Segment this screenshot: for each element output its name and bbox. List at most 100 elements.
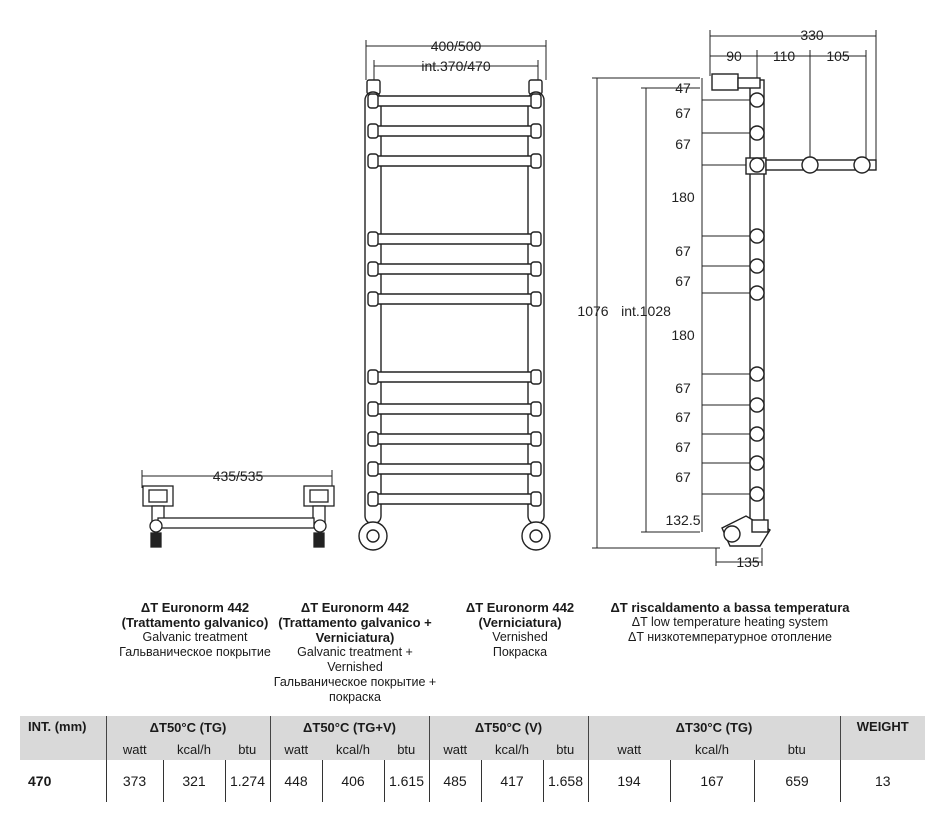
towel-bar bbox=[373, 403, 537, 415]
bar-joint bbox=[367, 369, 379, 385]
finish-header-galvanic-varnished: ΔT Euronorm 442 (Trattamento galvanico +… bbox=[270, 600, 440, 705]
finish-header-low-temp: ΔT riscaldamento a bassa temperatura ΔT … bbox=[600, 600, 860, 645]
side-bars bbox=[749, 92, 765, 502]
dim-bottom: 135 bbox=[736, 554, 760, 570]
unit-watt: watt bbox=[105, 738, 163, 760]
finish-title-1: ΔT riscaldamento a bassa temperatura bbox=[610, 600, 850, 615]
finish-header-varnished: ΔT Euronorm 442 (Verniciatura) Vernished… bbox=[440, 600, 600, 660]
towel-bar bbox=[373, 463, 537, 475]
spacing-label: 67 bbox=[675, 105, 691, 121]
cell-v-watt: 485 bbox=[428, 760, 481, 802]
dim-depth-total: 330 bbox=[800, 27, 824, 43]
towel-bar bbox=[373, 233, 537, 245]
cell-lt-btu: 659 bbox=[753, 760, 840, 802]
towel-bar bbox=[373, 293, 537, 305]
bar-section bbox=[749, 258, 765, 274]
bar-section bbox=[749, 455, 765, 471]
bar-joint bbox=[530, 231, 542, 247]
dim-depth-c: 105 bbox=[826, 48, 850, 64]
towel-bar bbox=[373, 95, 537, 107]
bar-joint bbox=[367, 401, 379, 417]
group-header-lt: ΔT30°C (TG) bbox=[587, 716, 840, 738]
cell-tg-watt: 373 bbox=[105, 760, 163, 802]
spacing-label: 180 bbox=[671, 327, 695, 343]
unit-watt: watt bbox=[587, 738, 670, 760]
finish-title-2: (Verniciatura) bbox=[478, 615, 562, 630]
towel-bar bbox=[373, 155, 537, 167]
dim-height-total: 1076 bbox=[577, 303, 608, 319]
spacing-label: 180 bbox=[671, 189, 695, 205]
dim-depth-a: 90 bbox=[726, 48, 742, 64]
bar-joint bbox=[530, 369, 542, 385]
cell-tgv-btu: 1.615 bbox=[383, 760, 429, 802]
finish-title-3: Verniciatura) bbox=[315, 630, 395, 645]
bar-section bbox=[749, 426, 765, 442]
table-header-row: INT. (mm) ΔT50°C (TG) ΔT50°C (TG+V) ΔT50… bbox=[20, 716, 925, 760]
unit-kcal: kcal/h bbox=[481, 738, 543, 760]
bar-section bbox=[749, 92, 765, 108]
bar-section bbox=[749, 125, 765, 141]
finish-ru: Гальваническое покрытие + bbox=[273, 675, 437, 689]
finish-title-2: (Trattamento galvanico + bbox=[278, 615, 432, 630]
finish-title-2: (Trattamento galvanico) bbox=[121, 615, 269, 630]
plan-view bbox=[141, 470, 335, 548]
dim-width-total: 400/500 bbox=[431, 38, 482, 54]
finish-en: ΔT low temperature heating system bbox=[631, 615, 829, 629]
spec-table: INT. (mm) ΔT50°C (TG) ΔT50°C (TG+V) ΔT50… bbox=[20, 716, 925, 802]
bar-joint bbox=[367, 291, 379, 307]
finish-en: Galvanic treatment + bbox=[297, 645, 413, 659]
dim-depth-b: 110 bbox=[773, 48, 796, 64]
bar-joint bbox=[367, 231, 379, 247]
towel-bar bbox=[373, 125, 537, 137]
towel-bar bbox=[373, 371, 537, 383]
finish-ru: Гальваническое покрытие bbox=[119, 645, 271, 659]
unit-kcal: kcal/h bbox=[670, 738, 754, 760]
finish-en-2: Vernished bbox=[327, 660, 383, 674]
finish-ru: Покраска bbox=[492, 645, 548, 659]
cell-lt-kcal: 167 bbox=[669, 760, 754, 802]
spacing-label: 67 bbox=[675, 439, 691, 455]
unit-watt: watt bbox=[428, 738, 481, 760]
bar-joint bbox=[367, 93, 379, 109]
bar-joint bbox=[367, 431, 379, 447]
spacing-label: 67 bbox=[675, 136, 691, 152]
unit-btu: btu bbox=[384, 738, 429, 760]
unit-watt: watt bbox=[269, 738, 322, 760]
bar-joint bbox=[530, 461, 542, 477]
spacing-label: 67 bbox=[675, 273, 691, 289]
front-bars bbox=[367, 93, 542, 507]
table-units-row: watt kcal/h btu watt kcal/h btu watt kca… bbox=[20, 738, 925, 760]
bar-joint bbox=[530, 401, 542, 417]
unit-btu: btu bbox=[543, 738, 588, 760]
finish-en: Galvanic treatment bbox=[142, 630, 248, 644]
bar-section bbox=[749, 228, 765, 244]
bar-section bbox=[749, 366, 765, 382]
bar-joint bbox=[530, 291, 542, 307]
spacing-label: 47 bbox=[675, 80, 691, 96]
towel-bar bbox=[373, 493, 537, 505]
finish-en: Vernished bbox=[492, 630, 548, 644]
group-header-v: ΔT50°C (V) bbox=[428, 716, 588, 738]
technical-drawing: 400/500 int.370/470 435/535 330 90 110 1… bbox=[141, 27, 877, 570]
bar-section bbox=[749, 486, 765, 502]
bar-joint bbox=[530, 153, 542, 169]
group-header-tgv: ΔT50°C (TG+V) bbox=[269, 716, 429, 738]
bar-joint bbox=[530, 123, 542, 139]
bar-joint bbox=[367, 461, 379, 477]
finish-header-galvanic: ΔT Euronorm 442 (Trattamento galvanico) … bbox=[105, 600, 285, 660]
cell-tg-btu: 1.274 bbox=[224, 760, 270, 802]
spacing-label: 67 bbox=[675, 243, 691, 259]
bar-joint bbox=[530, 93, 542, 109]
finish-ru: ΔT низкотемпературное отопление bbox=[628, 630, 832, 644]
finish-ru-2: покраска bbox=[328, 690, 382, 704]
bar-section bbox=[749, 285, 765, 301]
spacing-label: 132.5 bbox=[665, 512, 700, 528]
finish-title-1: ΔT Euronorm 442 bbox=[465, 600, 575, 615]
spacing-label: 67 bbox=[675, 469, 691, 485]
table-row: 470 373 321 1.274 448 406 1.615 485 417 … bbox=[20, 760, 925, 802]
bar-joint bbox=[367, 491, 379, 507]
spacing-label: 67 bbox=[675, 409, 691, 425]
dim-plan-width: 435/535 bbox=[213, 468, 264, 484]
group-header-tg: ΔT50°C (TG) bbox=[105, 716, 270, 738]
